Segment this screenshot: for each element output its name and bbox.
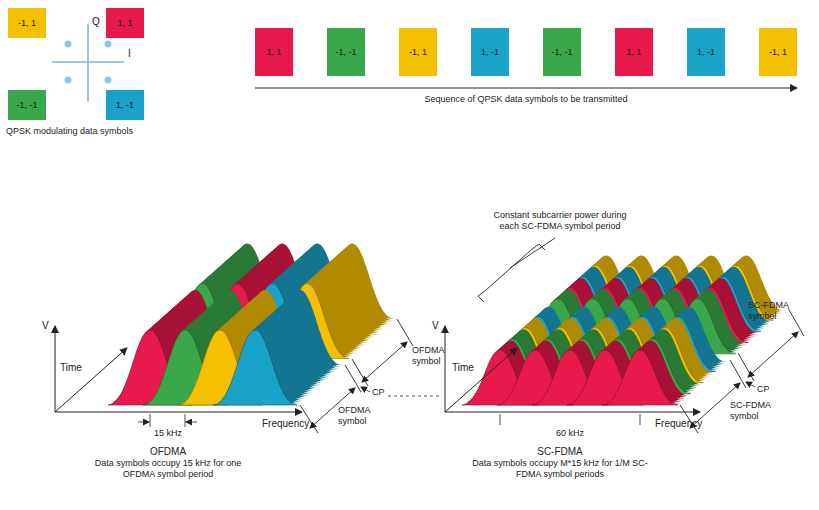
axis-label: Q (92, 16, 100, 27)
symbol-value: 1, 1 (266, 47, 281, 57)
scheme-name: SC-FDMA (510, 446, 610, 457)
axis-label: Frequency (262, 418, 309, 429)
constellation-symbol: 1, -1 (106, 90, 144, 120)
symbol-value: -1, -1 (551, 47, 572, 57)
symbol-value: -1, 1 (769, 47, 787, 57)
scheme-name: OFDMA (118, 446, 218, 457)
ofdma-axes (55, 326, 302, 412)
sequence-symbol: -1, 1 (759, 28, 797, 76)
scfdma-axes (445, 326, 700, 412)
subcarrier-hump (602, 350, 678, 405)
axis-label: V (432, 320, 439, 331)
axis-label: Time (452, 362, 474, 373)
symbol-value: -1, -1 (16, 100, 37, 110)
subcarrier-humps (108, 244, 784, 405)
constellation-symbol: -1, 1 (8, 8, 46, 38)
cp-label: CP (372, 387, 385, 398)
dimension-label: 15 kHz (138, 428, 198, 439)
sequence-arrow (255, 87, 797, 88)
symbol-value: 1, -1 (697, 47, 715, 57)
caption-text: Sequence of QPSK data symbols to be tran… (255, 94, 797, 105)
sequence-symbol: -1, 1 (399, 28, 437, 76)
symbol-value: 1, -1 (481, 47, 499, 57)
constant-power-bracket (478, 238, 555, 302)
axis-label: V (42, 320, 49, 331)
caption-text: Data symbols occupy 15 kHz for one OFDMA… (83, 458, 253, 480)
constellation-symbol: -1, -1 (8, 90, 46, 120)
dimension-60khz (500, 414, 640, 425)
period-label: SC-FDMA symbol (748, 300, 810, 322)
callout-text: Constant subcarrier power during each SC… (485, 210, 635, 232)
sequence-symbol: -1, -1 (543, 28, 581, 76)
sequence-symbol: 1, -1 (471, 28, 509, 76)
symbol-value: -1, 1 (18, 18, 36, 28)
constellation-points (65, 41, 112, 84)
constellation-symbol: 1, 1 (106, 8, 144, 38)
symbol-value: 1, 1 (626, 47, 641, 57)
dimension-15khz (138, 414, 197, 427)
sequence-symbol: -1, -1 (327, 28, 365, 76)
symbol-value: -1, -1 (335, 47, 356, 57)
subcarrier-hump (213, 330, 297, 405)
caption-text: QPSK modulating data symbols (6, 126, 176, 137)
period-label: OFDMA symbol (338, 405, 384, 427)
axis-label: Time (60, 362, 82, 373)
sequence-symbol: 1, 1 (255, 28, 293, 76)
sequence-symbol: 1, -1 (687, 28, 725, 76)
symbol-value: 1, 1 (117, 18, 132, 28)
symbol-value: -1, 1 (409, 47, 427, 57)
axis-label: Frequency (655, 418, 702, 429)
period-label: SC-FDMA symbol (730, 400, 792, 422)
caption-text: Data symbols occupy M*15 kHz for 1/M SC-… (465, 458, 655, 480)
period-label: OFDMA symbol (412, 345, 458, 367)
dimension-label: 60 kHz (540, 428, 600, 439)
sequence-symbol: 1, 1 (615, 28, 653, 76)
cp-pointers (361, 382, 755, 396)
cp-label: CP (757, 384, 770, 395)
symbol-value: 1, -1 (116, 100, 134, 110)
axis-label: I (128, 48, 131, 59)
symbol-period-arrows (300, 308, 804, 433)
